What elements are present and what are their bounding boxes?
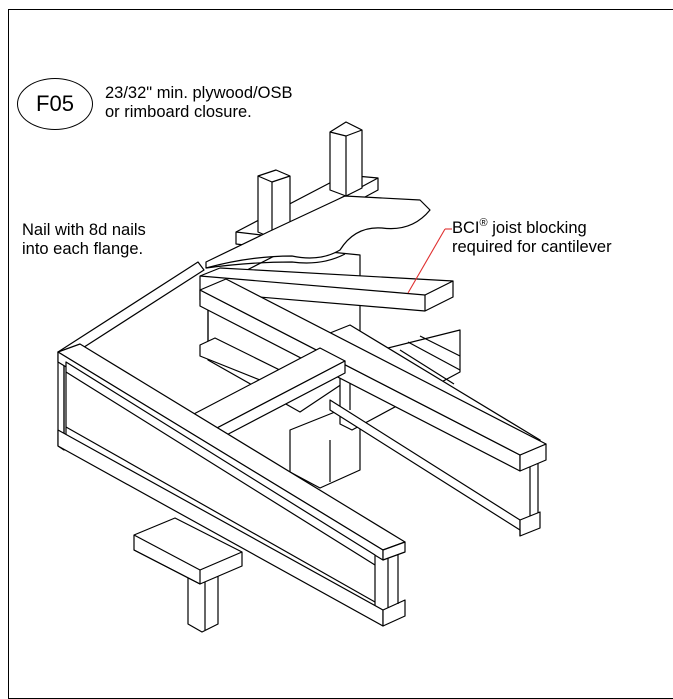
- blocking-note: BCI® joist blocking required for cantile…: [452, 217, 612, 257]
- detail-id-badge: F05: [17, 78, 93, 130]
- cross-blocking: [190, 348, 345, 441]
- lower-post: [134, 518, 242, 632]
- plywood-closure: [206, 196, 430, 268]
- registered-mark: ®: [479, 217, 488, 229]
- closure-note: 23/32" min. plywood/OSB or rimboard clos…: [105, 84, 292, 122]
- joist-blocking: [200, 268, 546, 471]
- joist-front: [58, 344, 405, 626]
- blocking-note-line2: required for cantilever: [452, 238, 612, 256]
- blocking-note-prefix: BCI: [452, 219, 480, 237]
- nail-note-line2: into each flange.: [22, 240, 144, 258]
- nail-note-line1: Nail with 8d nails: [22, 221, 146, 239]
- cantilever-framing-drawing: [0, 0, 673, 681]
- closure-note-line2: or rimboard closure.: [105, 103, 252, 121]
- closure-note-line1: 23/32" min. plywood/OSB: [105, 84, 293, 102]
- blocking-leader: [408, 229, 445, 293]
- detail-id-label: F05: [36, 91, 74, 116]
- nail-note: Nail with 8d nails into each flange.: [22, 221, 146, 259]
- blocking-note-suffix: joist blocking: [487, 219, 587, 237]
